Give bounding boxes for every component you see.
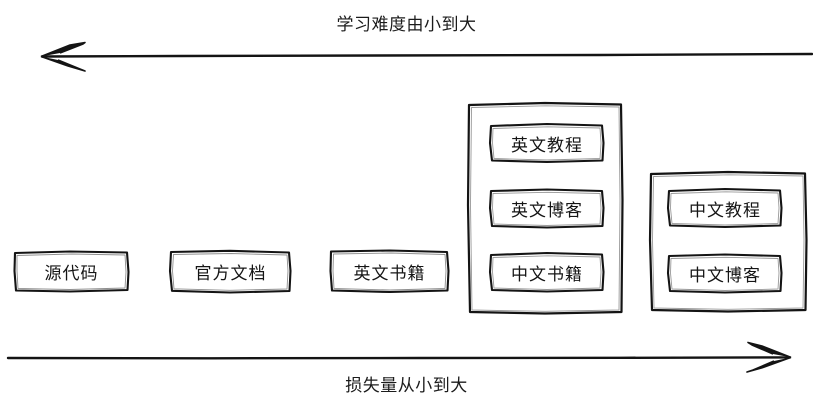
difficulty-axis-arrow	[40, 41, 813, 72]
node-english-tutorial[interactable]: 英文教程	[511, 135, 583, 156]
node-chinese-books[interactable]: 中文书籍	[511, 264, 583, 285]
node-chinese-tutorial[interactable]: 中文教程	[689, 200, 761, 221]
node-english-blog[interactable]: 英文博客	[511, 200, 583, 221]
node-chinese-blog[interactable]: 中文博客	[689, 265, 761, 286]
loss-axis-label: 损失量从小到大	[345, 376, 468, 396]
difficulty-axis-label: 学习难度由小到大	[336, 15, 477, 35]
group-chinese-group[interactable]	[650, 172, 807, 312]
loss-axis-arrow	[6, 341, 792, 373]
group-english-group[interactable]	[468, 103, 623, 314]
node-english-books[interactable]: 英文书籍	[353, 263, 426, 284]
node-official-docs[interactable]: 官方文档	[194, 264, 267, 284]
node-source-code[interactable]: 源代码	[44, 264, 99, 284]
